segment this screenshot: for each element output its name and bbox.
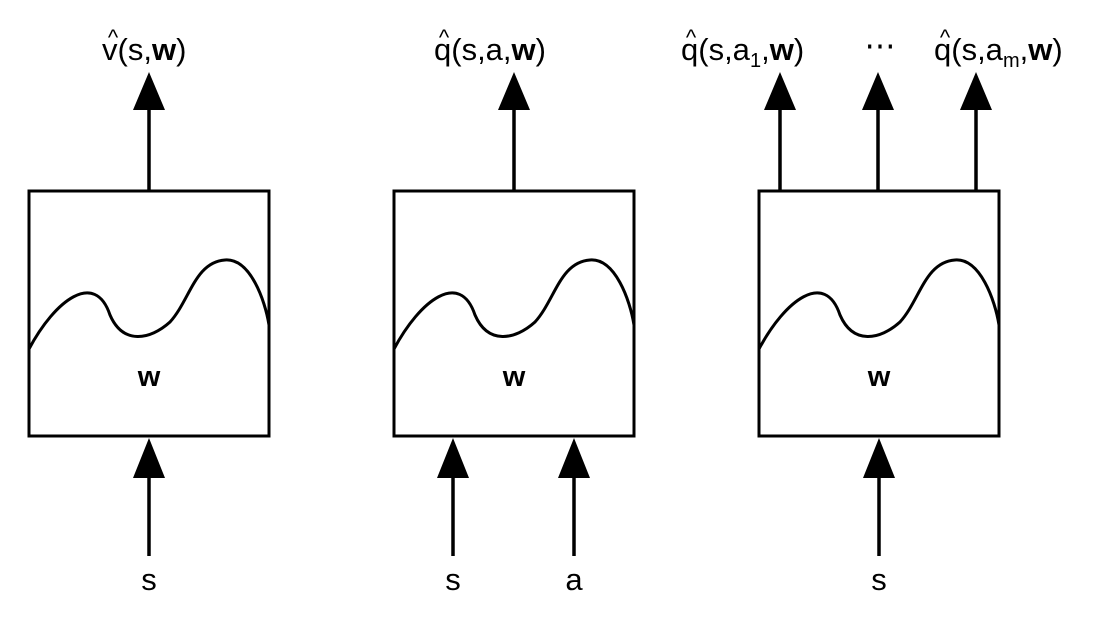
input-arrow (133, 438, 165, 556)
output-function: q (934, 32, 951, 67)
output-close: ) (536, 32, 546, 67)
hat-accent: ^ (108, 25, 119, 50)
input-label: s (141, 562, 157, 597)
panel-state-value: w ^ v(s,w) s (27, 25, 271, 597)
approximator-box (27, 189, 271, 438)
weight-label: w (867, 361, 891, 393)
approximator-curve (392, 258, 636, 350)
output-weight: w (769, 32, 795, 67)
input-arrow-action (558, 438, 590, 556)
output-args: (s,a (698, 32, 750, 67)
approximator-curve (757, 258, 1001, 350)
output-arrow (133, 72, 165, 191)
output-weight: w (1027, 32, 1053, 67)
approximator-box (757, 189, 1001, 438)
weight-label: w (502, 361, 526, 393)
output-weight: w (511, 32, 537, 67)
output-function: q (681, 32, 698, 67)
output-subscript: 1 (750, 50, 761, 72)
output-subscript: m (1003, 50, 1020, 72)
hat-accent: ^ (686, 25, 697, 50)
panel-action-value: w ^ q(s,a,w) s a (392, 25, 636, 597)
output-comma: , (761, 32, 770, 67)
output-function: q (434, 32, 451, 67)
approximator-box (392, 189, 636, 438)
output-arrow-first (764, 72, 796, 191)
panel-multi-action-value: w ^ q(s,a1,w) ⋯ ^ q(s,am,w) (681, 25, 1063, 597)
input-label-state: s (445, 562, 461, 597)
output-args: (s, (118, 32, 152, 67)
output-label-first: q(s,a1,w) (681, 32, 804, 72)
output-arrow-last (960, 72, 992, 191)
output-close: ) (176, 32, 186, 67)
output-close: ) (1052, 32, 1062, 67)
input-label: s (871, 562, 887, 597)
output-function: v (102, 32, 118, 67)
output-arrow (498, 72, 530, 191)
output-arrow-middle (862, 72, 894, 191)
approximator-curve (27, 258, 271, 350)
output-label: q(s,a,w) (434, 32, 546, 67)
output-label: v(s,w) (102, 32, 186, 67)
output-label-last: q(s,am,w) (934, 32, 1063, 72)
output-weight: w (151, 32, 177, 67)
ellipsis: ⋯ (865, 28, 896, 63)
output-comma: , (1020, 32, 1029, 67)
hat-accent: ^ (940, 25, 951, 50)
output-close: ) (794, 32, 804, 67)
output-args: (s,a (951, 32, 1003, 67)
input-label-action: a (565, 562, 583, 597)
output-args: (s,a, (451, 32, 511, 67)
input-arrow (863, 438, 895, 556)
input-arrow-state (437, 438, 469, 556)
weight-label: w (137, 361, 161, 393)
hat-accent: ^ (439, 25, 450, 50)
